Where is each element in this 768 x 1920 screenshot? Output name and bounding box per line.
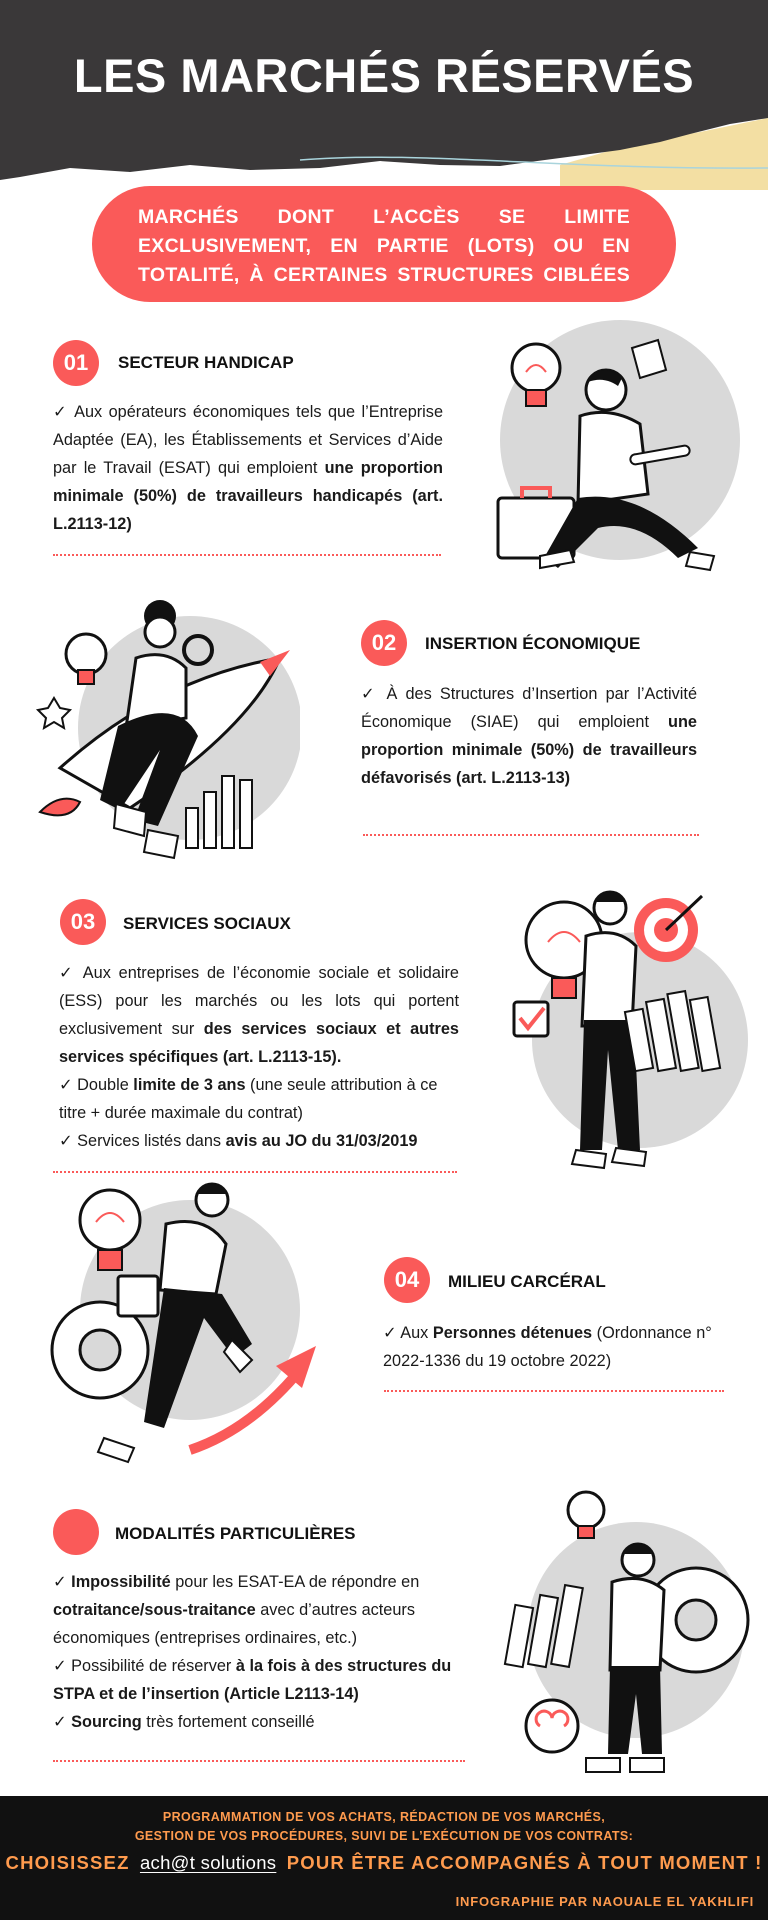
- footer: PROGRAMMATION DE VOS ACHATS, RÉDACTION D…: [0, 1796, 768, 1920]
- section-text: ✓ Impossibilité pour les ESAT-EA de répo…: [53, 1568, 473, 1736]
- section-text: ✓ Aux entreprises de l’économie sociale …: [59, 959, 459, 1155]
- text-run: ✓: [53, 1713, 72, 1731]
- section-number-badge: 02: [361, 620, 407, 666]
- text-run: ✓ Aux entreprises de l’économie sociale …: [59, 964, 459, 1038]
- text-run: (Ordonnance n° 2022-1336 du 19 octobre 2…: [383, 1324, 712, 1370]
- section-text: ✓ Aux Personnes détenues (Ordonnance n° …: [383, 1319, 733, 1375]
- section-number-badge: [53, 1509, 99, 1555]
- illustration-target-idea: [512, 890, 748, 1170]
- section-title: MODALITÉS PARTICULIÈRES: [115, 1524, 356, 1543]
- text-run-bold: Personnes détenues: [432, 1324, 593, 1342]
- footer-credit: INFOGRAPHIE PAR NAOUALE EL YAKHLIFI: [455, 1894, 754, 1909]
- cta-text-after: POUR ÊTRE ACCOMPAGNÉS À TOUT MOMENT !: [286, 1852, 763, 1873]
- text-run: très fortement conseillé: [141, 1713, 315, 1731]
- illustration-rocket-rider: [35, 600, 300, 860]
- text-run-bold: à la fois à des structures du STPA et de…: [53, 1657, 452, 1703]
- header-banner: LES MARCHÉS RÉSERVÉS: [0, 0, 768, 190]
- section-title: MILIEU CARCÉRAL: [448, 1272, 606, 1291]
- brand-logo-text: ach@t solutions: [139, 1852, 277, 1873]
- illustration-worker-briefcase: [496, 320, 740, 572]
- text-run: ✓ Double: [59, 1076, 134, 1094]
- torn-paper-banner: [0, 0, 768, 190]
- text-run: ✓ Aux: [383, 1324, 433, 1342]
- text-run-bold: une proportion minimale (50%) de travail…: [361, 713, 697, 787]
- text-run-bold: limite de 3 ans: [133, 1076, 246, 1094]
- text-run-bold: Sourcing: [71, 1713, 142, 1731]
- cta-text-before: CHOISISSEZ: [5, 1852, 130, 1873]
- illustration-idea-gear: [503, 1490, 750, 1773]
- dotted-divider: [384, 1390, 724, 1392]
- section-title: INSERTION ÉCONOMIQUE: [425, 634, 641, 653]
- text-run-bold: des services sociaux et autres services …: [59, 1020, 459, 1066]
- text-run: ✓ À des Structures d’Insertion par l’Act…: [361, 685, 697, 731]
- subtitle-banner: MARCHÉS DONT L’ACCÈS SE LIMITE EXCLUSIVE…: [92, 186, 676, 302]
- text-run: ✓: [53, 1573, 72, 1591]
- text-run-bold: avis au JO du 31/03/2019: [225, 1132, 418, 1150]
- dotted-divider: [363, 834, 699, 836]
- dotted-divider: [53, 1760, 465, 1762]
- text-run: (une seule attribution à ce titre + duré…: [59, 1076, 438, 1122]
- section-title: SERVICES SOCIAUX: [123, 914, 291, 933]
- text-run: ✓ Aux opérateurs économiques tels que l’…: [53, 403, 443, 477]
- section-text: ✓ Aux opérateurs économiques tels que l’…: [53, 398, 443, 538]
- section-text: ✓ À des Structures d’Insertion par l’Act…: [361, 680, 697, 792]
- section-number-badge: 01: [53, 340, 99, 386]
- text-run-bold: cotraitance/sous-traitance: [53, 1601, 256, 1619]
- dotted-divider: [53, 1171, 457, 1173]
- illustration-running-man: [50, 1182, 316, 1464]
- text-run: avec d’autres acteurs économiques (entre…: [53, 1601, 415, 1647]
- text-run: ✓ Services listés dans: [59, 1132, 226, 1150]
- section-number-badge: 04: [384, 1257, 430, 1303]
- page-title: LES MARCHÉS RÉSERVÉS: [73, 49, 695, 102]
- text-run-bold: une proportion minimale (50%) de travail…: [53, 459, 443, 533]
- text-run: pour les ESAT-EA de répondre en: [170, 1573, 420, 1591]
- text-run-bold: Impossibilité: [71, 1573, 171, 1591]
- footer-call-to-action: CHOISISSEZ ach@t solutions POUR ÊTRE ACC…: [0, 1852, 768, 1874]
- section-number-badge: 03: [60, 899, 106, 945]
- text-run: ✓ Possibilité de réserver: [53, 1657, 236, 1675]
- footer-services-line-1: PROGRAMMATION DE VOS ACHATS, RÉDACTION D…: [162, 1810, 606, 1824]
- section-title: SECTEUR HANDICAP: [118, 353, 294, 372]
- dotted-divider: [53, 554, 441, 556]
- footer-services-line-2: GESTION DE VOS PROCÉDURES, SUIVI DE L’EX…: [134, 1829, 634, 1843]
